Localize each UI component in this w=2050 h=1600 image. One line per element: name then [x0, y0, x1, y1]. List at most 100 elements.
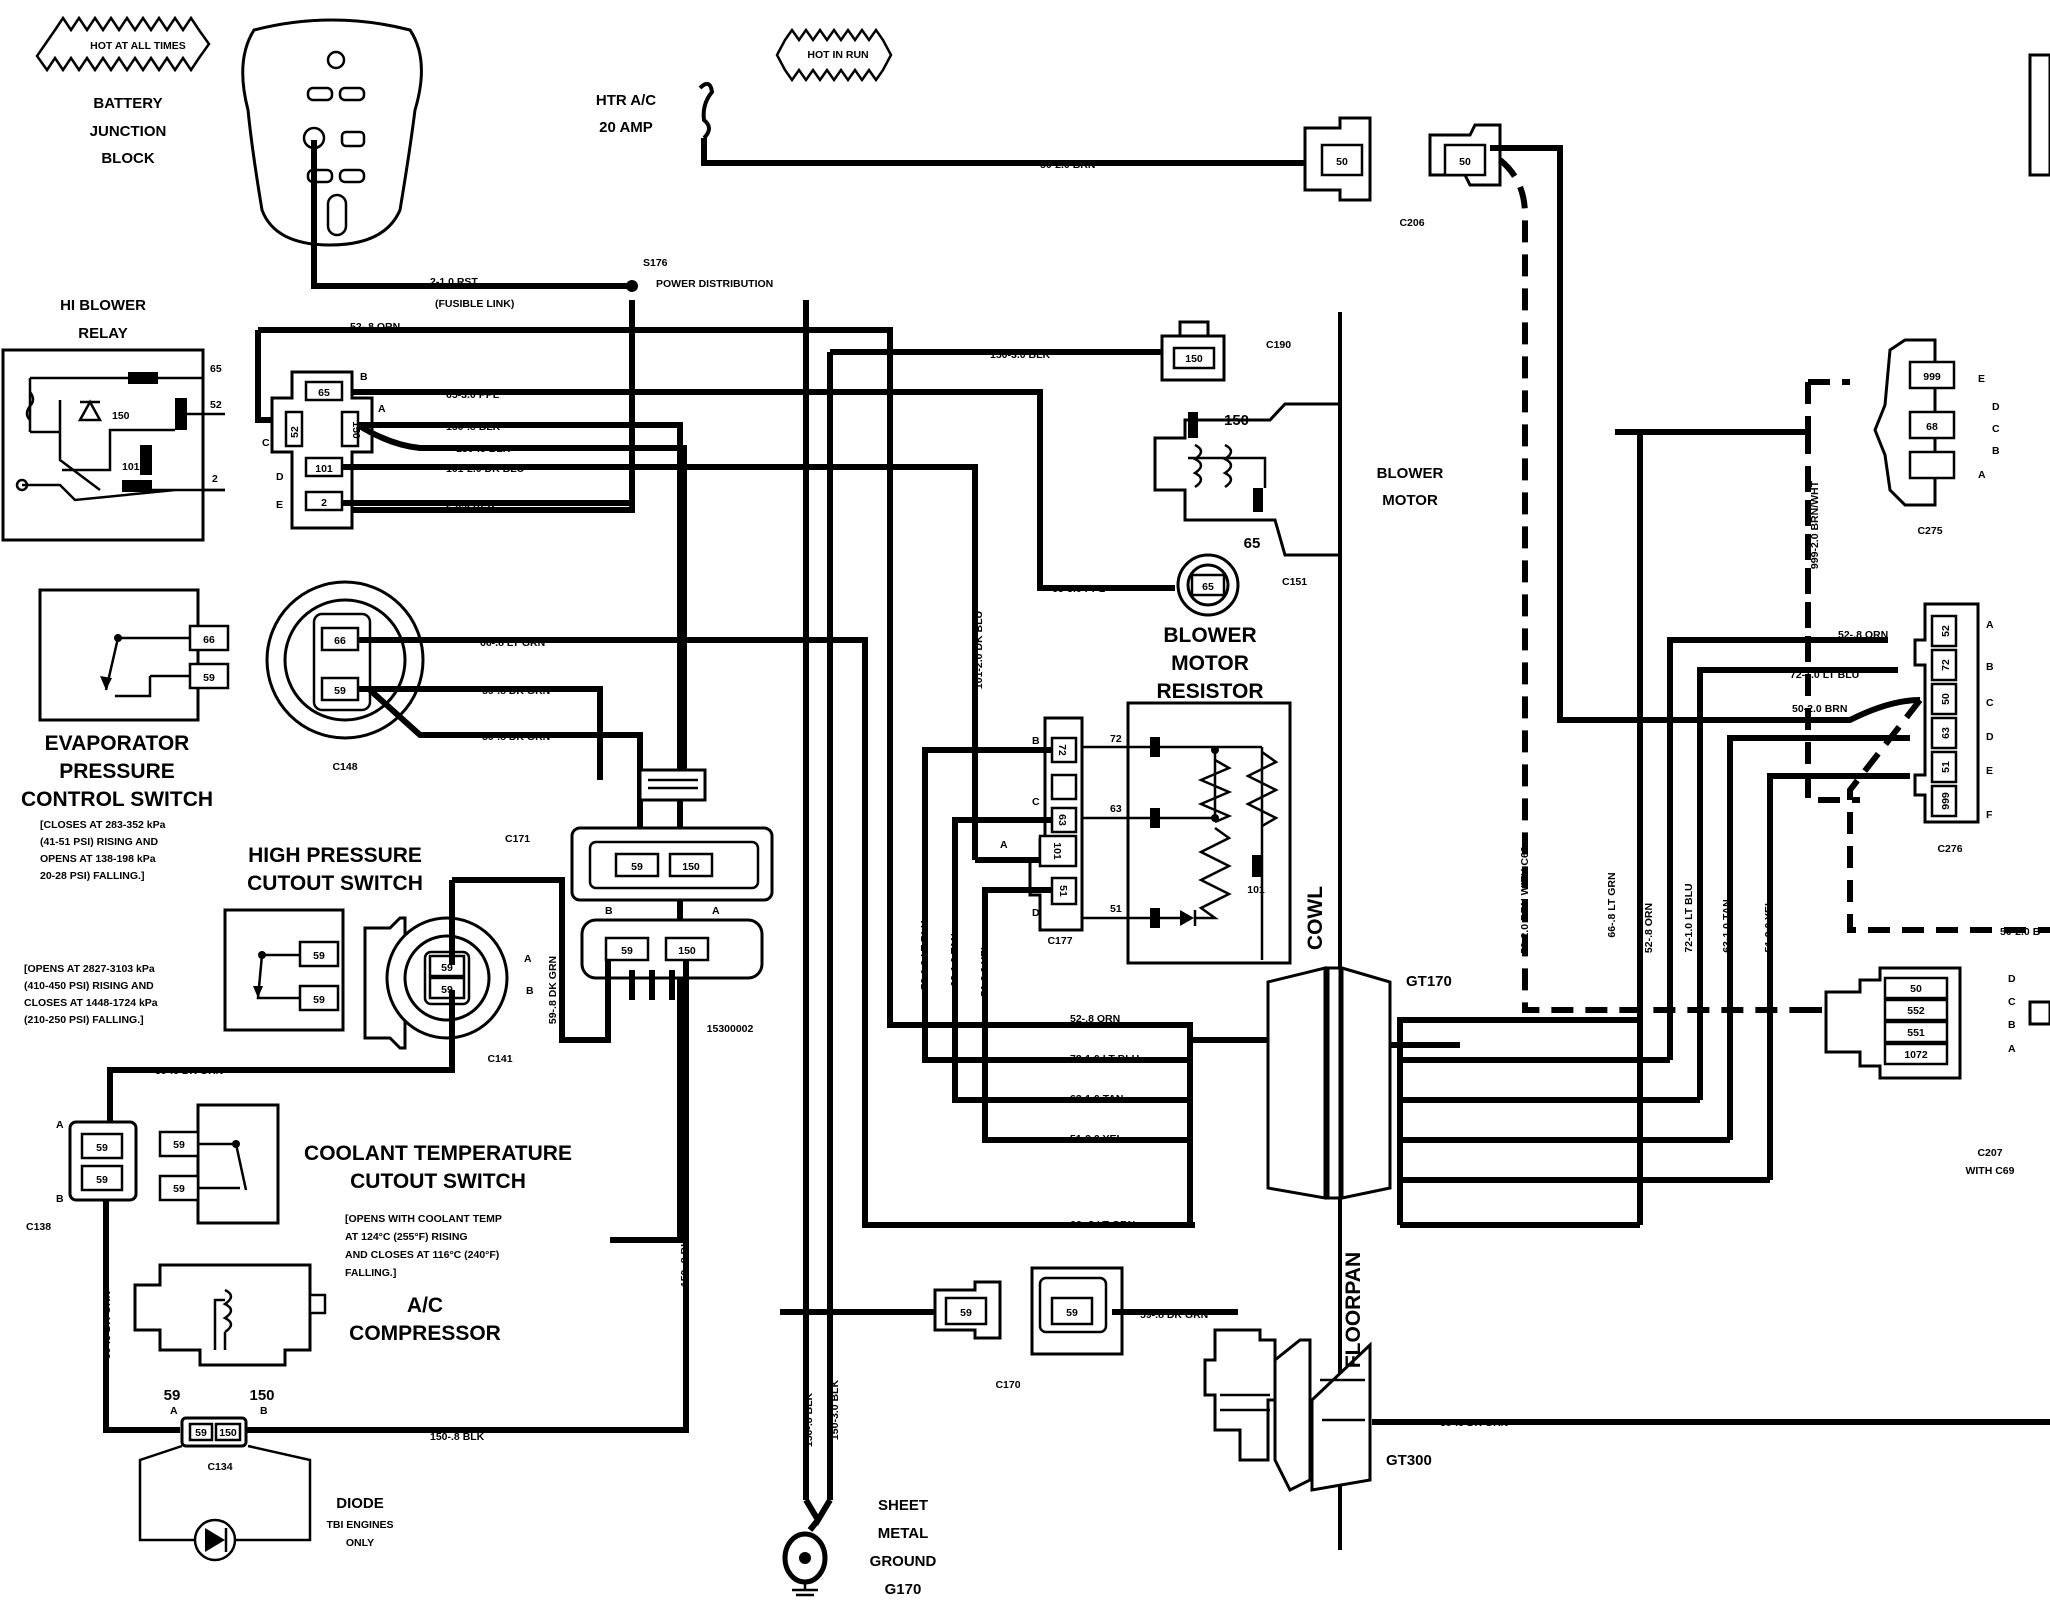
c207-letter-d: D	[2008, 973, 2016, 985]
compressor-pin-59: 59	[164, 1387, 181, 1404]
coolant-note-2: AT 124°C (255°F) RISING	[345, 1231, 468, 1243]
right-wire-2: 66-.8 LT GRN	[1606, 872, 1618, 937]
blower-motor: 150 65 C151	[1153, 402, 1342, 588]
relay-wire-blk-2: 150-.8 BLK	[456, 443, 511, 455]
c276-pin-72: 72	[1940, 659, 1952, 671]
coolant-note-1: [OPENS WITH COOLANT TEMP	[345, 1213, 502, 1225]
resistor-wire-v3: 51-2.0 YEL	[979, 943, 991, 997]
c276-brn	[1668, 697, 1921, 723]
c177-pin-101: 101	[1051, 842, 1063, 860]
c190-name: C190	[1266, 339, 1291, 351]
c275-letter-d: D	[1992, 401, 2000, 413]
high-pressure-switch: 59 59	[223, 908, 345, 1032]
splice-name: S176	[643, 257, 668, 269]
relay-letter-a: A	[378, 403, 386, 415]
c207-letter-a: A	[2008, 1043, 2016, 1055]
c207-name-2: WITH C69	[1965, 1165, 2014, 1177]
hp-note-2: (410-450 PSI) RISING AND	[24, 980, 154, 992]
c177-letter-b: B	[1032, 735, 1040, 747]
right-wire-3: 52-.8 ORN	[1643, 903, 1655, 953]
compressor-title-2: COMPRESSOR	[349, 1322, 501, 1345]
ground-join	[803, 1498, 833, 1526]
relay-connector: 65 52 150 101 2 B A C D E	[262, 370, 386, 530]
c171-letter-b: B	[605, 905, 613, 917]
splice-s176	[626, 280, 638, 292]
c177-pin-72: 72	[1056, 744, 1068, 756]
c141-name: C141	[487, 1053, 512, 1065]
relay-conn-2: 2	[321, 497, 327, 509]
c177-pin-63: 63	[1056, 814, 1068, 826]
orn-right	[1667, 637, 1888, 1060]
resistor-box: 72 63 51 101	[1082, 701, 1292, 965]
splice-desc: POWER DISTRIBUTION	[656, 278, 773, 290]
c207-mating-stub	[2028, 1000, 2050, 1026]
hot-at-all-times-text: HOT AT ALL TIMES	[90, 40, 186, 52]
ground-title-3: GROUND	[870, 1553, 937, 1570]
connector-c206: 50 50 C206	[1303, 116, 1502, 229]
c276-letter-a: A	[1986, 619, 1994, 631]
c170-pin-2: 59	[1066, 1307, 1078, 1319]
c148-wire-66: 66-.8 LT GRN	[480, 637, 545, 649]
c141-letter-b: B	[526, 985, 534, 997]
connector-gt300	[1203, 1328, 1372, 1493]
c171-part: 15300002	[707, 1023, 754, 1035]
c206-name: C206	[1399, 217, 1424, 229]
c275-letter-e: E	[1978, 373, 1985, 385]
hp-note-1: [OPENS AT 2827-3103 kPa	[24, 963, 155, 975]
relay-wire-blk-1: 150-.8 BLK	[446, 421, 501, 433]
compressor-letter-b: B	[260, 1405, 268, 1417]
c134-pin-150: 150	[219, 1427, 237, 1439]
c138-to-c134	[103, 1200, 180, 1433]
ground-title-2: METAL	[878, 1525, 929, 1542]
right-wire-6: 51-2.0 YEL	[1763, 899, 1775, 953]
c275-letter-b: B	[1992, 445, 2000, 457]
coolant-sw-pin-1: 59	[173, 1139, 185, 1151]
connector-c141: 59 59 A B C141	[363, 916, 534, 1065]
battery-label-2: JUNCTION	[90, 123, 167, 140]
resistor-title-3: RESISTOR	[1157, 680, 1264, 703]
diode-note-1: TBI ENGINES	[326, 1519, 393, 1531]
htr-fuse-symbol	[698, 81, 715, 140]
diode-note-2: ONLY	[346, 1537, 374, 1549]
battery-label-1: BATTERY	[93, 95, 162, 112]
blower-pin-150: 150	[1224, 412, 1249, 429]
cowl-wire-1: 52-.8 ORN	[1070, 1013, 1120, 1025]
hp-note-3: CLOSES AT 1448-1724 kPa	[24, 997, 158, 1009]
ground-title-1: SHEET	[878, 1497, 928, 1514]
resistor-dkblu-wire: 101-2.0 DK BLU	[973, 611, 985, 689]
connector-c148: 66 59 C148	[265, 580, 425, 773]
coolant-title-1: COOLANT TEMPERATURE	[304, 1142, 572, 1165]
c276-pin-52: 52	[1940, 625, 1952, 637]
c276-pin-50: 50	[1940, 693, 1952, 705]
tan-right	[1727, 735, 1910, 1140]
evap-pin-59: 59	[203, 672, 215, 684]
c275-name: C275	[1917, 525, 1942, 537]
c275-dashed	[1805, 379, 1850, 660]
evap-title-3: CONTROL SWITCH	[21, 788, 213, 811]
battery-label-3: BLOCK	[101, 150, 154, 167]
c170-pin-1: 59	[960, 1307, 972, 1319]
relay-wire-orn: 52-.8 ORN	[350, 321, 400, 333]
connector-c134: 59 150 C134	[180, 1416, 248, 1473]
resistor-label-51: 51	[1110, 903, 1122, 915]
htr-fuse-label-1: HTR A/C	[596, 92, 656, 109]
c148-pin-66: 66	[334, 635, 346, 647]
ground-lead	[807, 1518, 821, 1532]
coolant-sw-pin-2: 59	[173, 1183, 185, 1195]
yel-wire-51	[982, 887, 1190, 1143]
blower-plug-pin: 65	[1202, 581, 1214, 593]
relay-letter-b: B	[360, 371, 368, 383]
right-wire-5: 63-1.0 TAN	[1721, 899, 1733, 953]
c207-pin-552: 552	[1907, 1005, 1925, 1017]
c275-pin-999: 999	[1923, 371, 1941, 383]
c177-name: C177	[1047, 935, 1072, 947]
relay-conn-101: 101	[315, 463, 333, 475]
hot-in-run-tag: HOT IN RUN	[775, 27, 893, 83]
hp-title-1: HIGH PRESSURE	[248, 844, 422, 867]
relay-wire-dkblu: 101-2.0 DK BLU	[446, 463, 524, 475]
c170-name: C170	[995, 1379, 1020, 1391]
relay-conn-65: 65	[318, 387, 330, 399]
c275-wire: 999-2.0 BRN/WHT	[1809, 480, 1821, 569]
orn-loop-wire	[255, 330, 275, 423]
brn-dashed-wire	[1498, 157, 1800, 1013]
